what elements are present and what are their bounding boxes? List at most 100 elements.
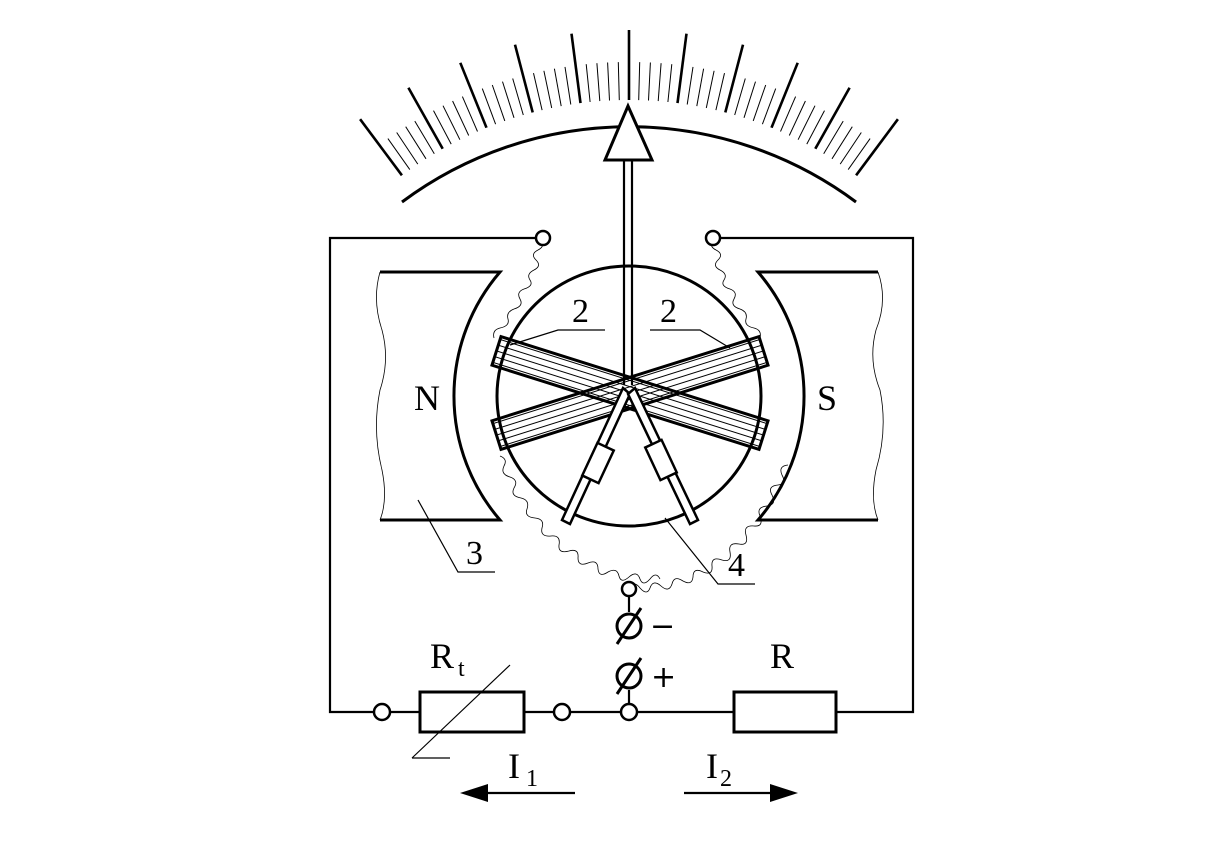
label-core: 4 [728, 547, 745, 584]
lead-left-top [493, 239, 543, 339]
scale-tick-minor [806, 110, 825, 145]
scale-tick-minor [823, 120, 844, 154]
scale-tick-minor [743, 81, 756, 118]
scale-tick-minor [564, 66, 572, 105]
scale-tick-minor [491, 84, 506, 122]
supply-terminal-minus [615, 607, 643, 645]
label-resistor: R [770, 636, 794, 676]
pointer-arrowhead [602, 102, 655, 162]
scale-tick-minor [481, 88, 497, 125]
scale-tick-minor [657, 63, 662, 102]
scale-tick-minor [553, 68, 562, 107]
counterweight-right [626, 385, 700, 526]
scale-tick-minor [705, 70, 715, 109]
scale-tick-major [814, 87, 851, 150]
scale-tick-minor [607, 62, 610, 101]
scale-tick-minor [442, 105, 461, 140]
scale-tick-minor [502, 81, 515, 118]
current-arrow-left [460, 784, 575, 802]
terminal-top-right [704, 229, 722, 247]
terminal-bottom-center [619, 702, 639, 722]
scale-tick-minor [780, 96, 797, 132]
magnet-north-pole [376, 270, 504, 522]
scale-tick-major [407, 87, 444, 150]
label-current-2: I2 [706, 746, 732, 792]
scale-tick-minor [715, 72, 725, 111]
thermistor-rt [418, 690, 526, 734]
label-pole-south: S [817, 378, 837, 418]
resistor-r [732, 690, 838, 734]
pointer [602, 102, 655, 385]
current-arrow-right [684, 784, 798, 802]
scale-tick-minor [543, 70, 553, 109]
scale-tick-minor [648, 62, 651, 101]
scale-tick-minor [512, 78, 524, 116]
label-thermistor-sub: t [458, 656, 465, 682]
scale-tick-major [724, 44, 745, 113]
scale-tick-minor [752, 84, 767, 122]
scale-tick-minor [461, 96, 478, 132]
scale-tick-major [855, 118, 899, 177]
scale-tick-minor [585, 64, 591, 103]
supply-terminal-plus [615, 657, 643, 695]
scale-tick-minor [839, 132, 862, 165]
wire-left [328, 236, 536, 714]
scale-tick-minor [414, 120, 435, 154]
label-current-2-base: I [706, 746, 718, 786]
terminal-lead-bottom [620, 580, 638, 598]
scale-tick-minor [667, 64, 673, 103]
magnet-south-pole [754, 270, 884, 522]
wire-right [720, 236, 915, 714]
label-coil-right: 2 [660, 293, 677, 330]
leader-core [664, 517, 755, 585]
label-minus: − [650, 609, 675, 644]
label-plus: + [651, 660, 676, 695]
scale-tick-minor [617, 62, 620, 101]
scale-tick-minor [788, 100, 806, 136]
scale-tick-minor [638, 62, 641, 101]
scale-tick-minor [686, 66, 694, 105]
terminal-bottom-mid [552, 702, 572, 722]
scale-tick-minor [533, 72, 543, 111]
scale-tick-major [359, 118, 403, 177]
label-current-2-sub: 2 [720, 766, 732, 792]
label-thermistor-base: R [430, 636, 454, 676]
scale-tick-minor [761, 88, 777, 125]
scale-tick-minor [831, 126, 853, 160]
scale-tick-minor [396, 132, 419, 165]
leader-magnet [417, 499, 495, 573]
counterweight-left [560, 385, 632, 526]
label-pole-north: N [414, 378, 440, 418]
scale-tick-major [513, 44, 534, 113]
thermistor-slash [411, 664, 511, 759]
leader-coil-right [650, 329, 731, 349]
leader-coil-left [509, 329, 605, 346]
scale [359, 30, 899, 204]
label-current-1-base: I [508, 746, 520, 786]
scale-tick-minor [596, 63, 601, 102]
label-current-1-sub: 1 [526, 766, 538, 792]
label-magnet: 3 [466, 535, 483, 572]
scale-tick-minor [433, 110, 452, 145]
lead-bottom-loop [499, 455, 789, 593]
label-coil-left: 2 [572, 293, 589, 330]
scale-tick-minor [847, 138, 871, 170]
scale-tick-minor [387, 138, 411, 170]
scale-tick-major [570, 33, 582, 104]
scale-tick-major [676, 33, 688, 104]
scale-tick-minor [734, 78, 746, 116]
scale-ticks [359, 30, 899, 177]
scale-tick-major [770, 62, 799, 129]
terminal-bottom-left [372, 702, 392, 722]
scale-tick-minor [696, 68, 705, 107]
scale-tick-minor [797, 105, 816, 140]
scale-tick-minor [405, 126, 427, 160]
terminal-top-left [534, 229, 552, 247]
scale-tick-major [459, 62, 488, 129]
scale-tick-minor [452, 100, 470, 136]
lead-right-top [711, 239, 761, 339]
core-circle [495, 264, 763, 528]
